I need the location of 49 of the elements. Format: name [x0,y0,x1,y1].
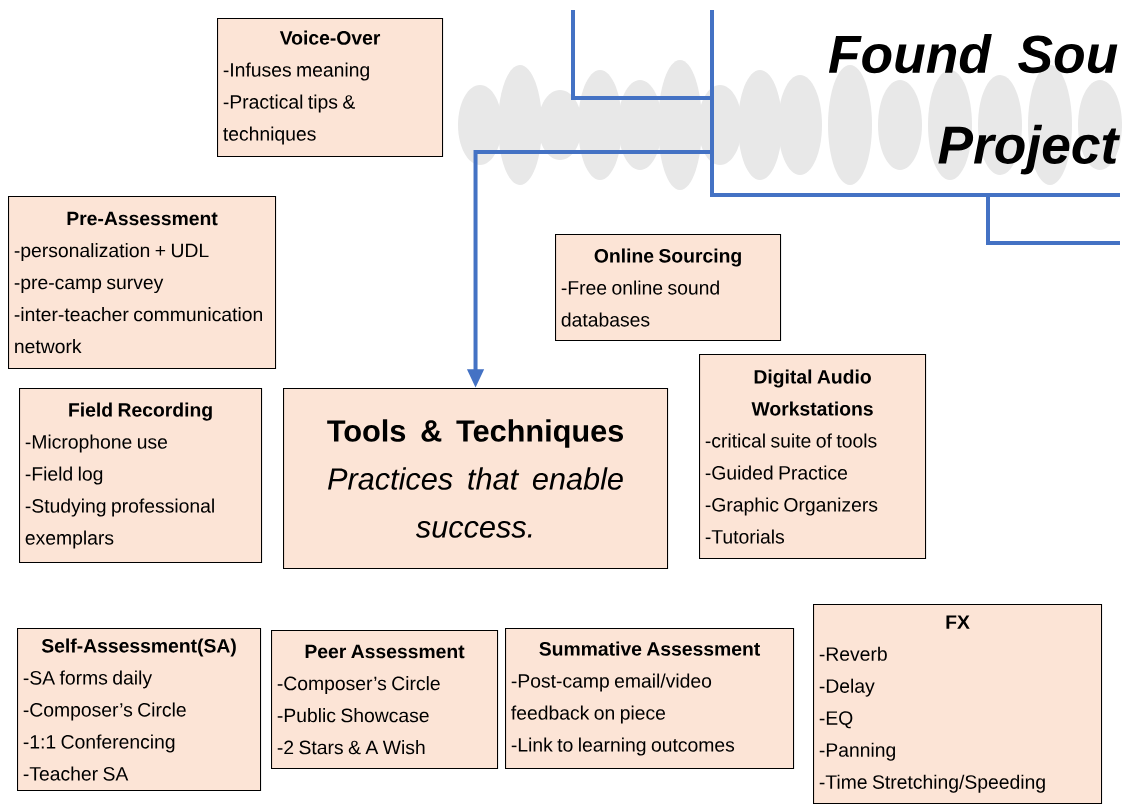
list-item: -EQ [819,711,853,729]
list-item: -Delay [819,678,875,697]
title: Found Sou Project [828,34,1121,175]
box-heading: Peer Assessment [305,644,465,659]
list-item: -Field log [25,466,103,485]
list-item: -1:1 Conferencing [23,734,175,753]
list-item: -Post-camp email/video feedback on piece [511,673,712,724]
process-box [699,354,927,560]
process-box [271,630,499,770]
list-item: -Reverb [819,646,887,661]
list-item: -Time Stretching/Speeding [819,774,1045,793]
process-box [8,196,277,370]
process-box [555,234,782,342]
list-item: -Public Showcase [277,708,429,723]
process-box [505,628,795,770]
box-subtitle: Practices that enable success. [328,467,623,538]
box-heading: Self-Assessment(SA) [41,638,236,657]
list-item: -2 Stars & A Wish [277,740,425,755]
box-heading: Pre-Assessment [67,211,218,226]
box-heading: Tools & Techniques [327,419,623,448]
list-item: -Graphic Organizers [705,497,878,516]
box-heading: Field Recording [69,402,212,421]
list-item: -Tutorials [705,529,784,544]
process-box [17,628,262,792]
list-item: -Link to learning outcomes [511,737,735,756]
list-item: -Teacher SA [23,766,129,781]
box-heading: Online Sourcing [594,248,741,267]
list-item: -Composer’s Circle [277,676,440,695]
list-item: -Infuses meaning [223,62,369,81]
box-heading: Digital Audio Workstations [751,369,873,416]
list-item: -pre-camp survey [14,278,164,294]
process-box [19,388,263,564]
box-heading: Voice-Over [279,30,381,45]
box-heading: FX [946,615,970,629]
process-box [813,604,1103,804]
list-item: -critical suite of tools [705,433,877,448]
list-item: -Free online sound databases [561,280,719,327]
box-heading: Summative Assessment [539,641,760,656]
list-item: -Guided Practice [705,465,848,480]
list-item: -personalization + UDL [14,243,209,262]
list-item: -Panning [819,742,895,761]
process-box [217,18,444,158]
list-item: -SA forms daily [23,670,152,689]
list-item: -inter-teacher communication network [14,307,262,354]
process-box [283,388,669,570]
list-item: -Microphone use [25,434,168,453]
list-item: -Composer’s Circle [23,702,186,721]
list-item: -Practical tips & techniques [223,94,355,145]
list-item: -Studying professional exemplars [25,498,214,549]
